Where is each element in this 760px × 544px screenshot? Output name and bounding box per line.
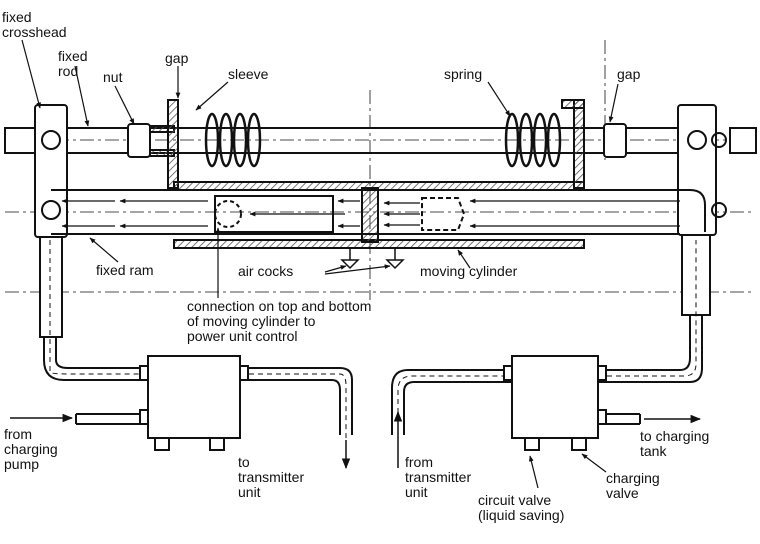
label-fixed-ram: fixed ram <box>96 262 154 278</box>
label-moving-cylinder: moving cylinder <box>420 263 518 279</box>
label-gap-right: gap <box>617 66 641 82</box>
pipes <box>43 315 703 435</box>
label-gap-left: gap <box>165 50 189 66</box>
label-connection: connection on top and bottom of moving c… <box>187 298 372 344</box>
nut-right <box>603 123 627 158</box>
spring-right <box>504 112 562 168</box>
label-nut: nut <box>103 69 123 85</box>
label-spring: spring <box>444 66 483 82</box>
spring-left <box>204 112 262 168</box>
label-air-cocks: air cocks <box>238 263 294 279</box>
fixed-ram <box>51 189 706 235</box>
nut-left <box>127 123 151 158</box>
pipe-flow-lines <box>49 240 697 440</box>
power-unit-right <box>503 355 607 451</box>
label-fixed-rod: fixed rod <box>58 48 88 79</box>
label-to-transmitter-unit: to transmitter unit <box>238 454 305 500</box>
label-from-charging-pump: from charging pump <box>4 426 58 472</box>
external-arrows <box>10 410 702 470</box>
label-circuit-valve: circuit valve (liquid saving) <box>478 492 565 523</box>
fixed-rod <box>4 127 757 154</box>
power-unit-left <box>139 355 249 451</box>
label-fixed-crosshead: fixed crosshead <box>2 9 67 40</box>
left-crosshead <box>34 104 68 338</box>
label-from-transmitter-unit: from transmitter unit <box>405 454 472 500</box>
flow-arrows <box>61 198 680 229</box>
leader-lines <box>21 39 619 489</box>
label-to-charging-tank: to charging tank <box>640 428 710 459</box>
label-charging-valve: charging valve <box>606 470 660 501</box>
label-sleeve: sleeve <box>228 66 269 82</box>
moving-cylinder-shell <box>149 99 585 249</box>
right-crosshead <box>677 104 727 316</box>
air-cocks <box>340 248 405 270</box>
